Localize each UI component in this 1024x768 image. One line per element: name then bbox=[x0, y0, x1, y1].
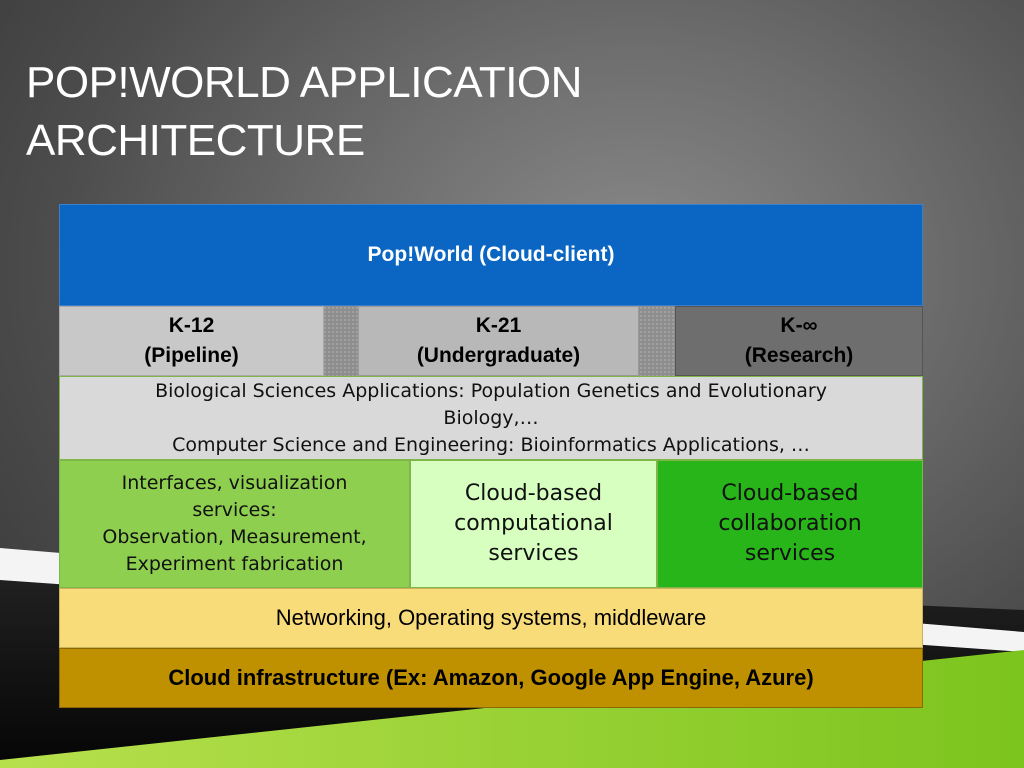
interfaces-line-4: Experiment fabrication bbox=[125, 553, 344, 575]
computational-line-1: Cloud-based bbox=[464, 481, 603, 506]
interfaces-line-1: Interfaces, visualization bbox=[121, 472, 348, 494]
education-level-row: K-12 (Pipeline) K-21 (Undergraduate) K-∞… bbox=[59, 306, 923, 376]
interfaces-line-3: Observation, Measurement, bbox=[102, 526, 367, 548]
level-k12: K-12 (Pipeline) bbox=[59, 306, 324, 376]
collaboration-line-2: collaboration bbox=[718, 511, 862, 536]
networking-label: Networking, Operating systems, middlewar… bbox=[275, 605, 707, 630]
collaboration-services: Cloud-based collaboration services bbox=[657, 460, 923, 588]
level-k12-desc: (Pipeline) bbox=[144, 344, 239, 367]
collaboration-line-3: services bbox=[744, 541, 836, 566]
cloud-client-layer: Pop!World (Cloud-client) bbox=[59, 204, 923, 306]
title-line-1: POP!WORLD APPLICATION bbox=[26, 58, 582, 107]
level-k-infinity: K-∞ (Research) bbox=[675, 306, 923, 376]
cloud-client-label: Pop!World (Cloud-client) bbox=[367, 243, 615, 266]
level-k21: K-21 (Undergraduate) bbox=[358, 306, 639, 376]
interfaces-line-2: services: bbox=[192, 499, 277, 521]
slide-title: POP!WORLD APPLICATION ARCHITECTURE bbox=[26, 54, 926, 170]
applications-line-2: Biology,… bbox=[443, 406, 539, 429]
cloud-infrastructure-layer: Cloud infrastructure (Ex: Amazon, Google… bbox=[59, 648, 923, 708]
cloud-infrastructure-label: Cloud infrastructure (Ex: Amazon, Google… bbox=[168, 665, 814, 690]
computational-line-3: services bbox=[488, 541, 579, 566]
collaboration-line-1: Cloud-based bbox=[721, 481, 859, 506]
level-k-infinity-desc: (Research) bbox=[744, 344, 854, 367]
computational-services: Cloud-based computational services bbox=[410, 460, 657, 588]
level-k-infinity-name: K-∞ bbox=[780, 314, 818, 337]
networking-layer: Networking, Operating systems, middlewar… bbox=[59, 588, 923, 648]
title-line-2: ARCHITECTURE bbox=[26, 116, 365, 165]
applications-line-3: Computer Science and Engineering: Bioinf… bbox=[172, 433, 810, 456]
level-k12-name: K-12 bbox=[168, 314, 215, 337]
applications-line-1: Biological Sciences Applications: Popula… bbox=[155, 379, 827, 402]
computational-line-2: computational bbox=[454, 511, 613, 536]
interfaces-visualization-services: Interfaces, visualization services: Obse… bbox=[59, 460, 410, 588]
level-k21-name: K-21 bbox=[475, 314, 522, 337]
level-k21-desc: (Undergraduate) bbox=[416, 344, 581, 367]
applications-layer: Biological Sciences Applications: Popula… bbox=[59, 376, 923, 460]
architecture-diagram: Pop!World (Cloud-client) K-12 (Pipeline)… bbox=[59, 204, 923, 708]
